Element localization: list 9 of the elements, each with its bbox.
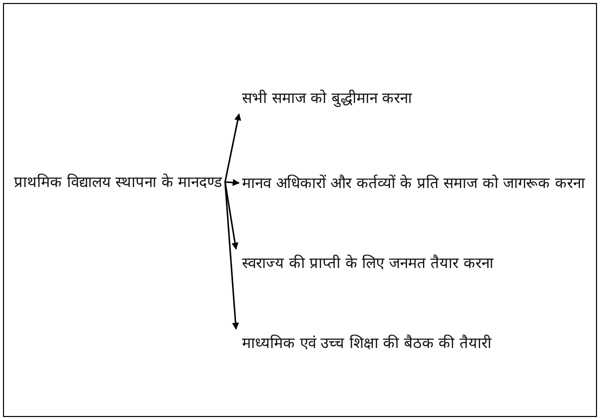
text-label: माध्यमिक एवं उच्च शिक्षा की बैठक की तैयारी	[242, 333, 492, 353]
arrow	[224, 182, 238, 250]
arrow	[224, 113, 242, 182]
text-label: सभी समाज को बुद्धीमान करना	[242, 88, 412, 108]
text-label: प्राथमिक विद्यालय स्थापना के मानदण्ड	[14, 172, 222, 192]
arrow	[225, 179, 240, 186]
text-label: स्वराज्य की प्राप्ती के लिए जनमत तैयार करना	[242, 253, 494, 273]
arrow	[224, 182, 240, 330]
text-label: मानव अधिकारों और कर्तव्यों के प्रति समाज को जागरूक करना	[242, 173, 585, 193]
